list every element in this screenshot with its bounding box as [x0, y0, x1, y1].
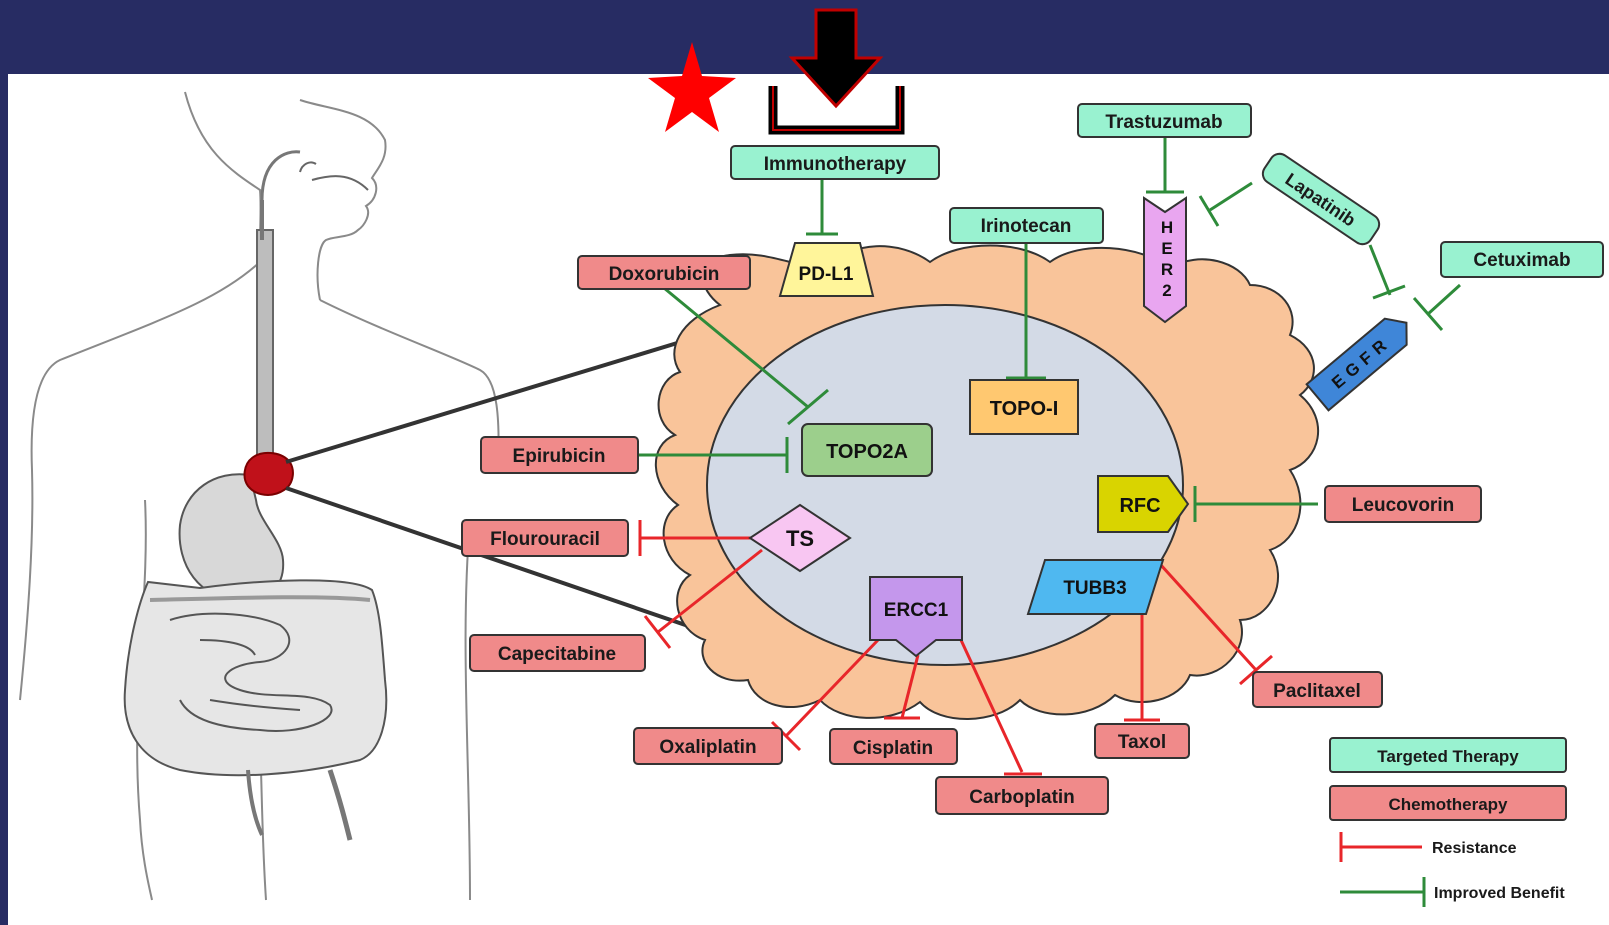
drug-irinotecan: Irinotecan — [950, 208, 1103, 243]
svg-text:Irinotecan: Irinotecan — [981, 216, 1072, 237]
svg-text:Resistance: Resistance — [1432, 840, 1517, 857]
svg-text:Capecitabine: Capecitabine — [498, 644, 616, 665]
target-topo2a: TOPO2A — [802, 424, 932, 476]
drug-immunotherapy: Immunotherapy — [731, 146, 939, 179]
svg-text:Epirubicin: Epirubicin — [513, 446, 606, 467]
topo2a-label: TOPO2A — [826, 441, 908, 463]
legend-chemotherapy: Chemotherapy — [1330, 786, 1566, 820]
topo-i-label: TOPO-I — [990, 398, 1059, 420]
drug-paclitaxel: Paclitaxel — [1253, 672, 1382, 707]
svg-text:Targeted Therapy: Targeted Therapy — [1377, 747, 1519, 766]
legend-targeted-therapy: Targeted Therapy — [1330, 738, 1566, 772]
her2-letter-2: E — [1161, 239, 1172, 258]
svg-text:Trastuzumab: Trastuzumab — [1105, 112, 1222, 133]
target-tubb3: TUBB3 — [1028, 560, 1163, 614]
tumor — [245, 453, 293, 495]
drug-taxol: Taxol — [1095, 724, 1189, 758]
svg-text:Taxol: Taxol — [1118, 732, 1166, 753]
target-topo-i: TOPO-I — [970, 380, 1078, 434]
svg-text:Flourouracil: Flourouracil — [490, 529, 600, 550]
svg-text:Chemotherapy: Chemotherapy — [1388, 795, 1508, 814]
svg-text:Oxaliplatin: Oxaliplatin — [659, 737, 756, 758]
drug-fluorouracil: Flourouracil — [462, 520, 628, 556]
drug-cetuximab: Cetuximab — [1441, 242, 1603, 277]
her2-letter-4: 2 — [1162, 281, 1171, 300]
ercc1-label: ERCC1 — [884, 600, 949, 621]
target-rfc: RFC — [1098, 476, 1188, 532]
drug-capecitabine: Capecitabine — [470, 635, 645, 671]
target-pd-l1: PD-L1 — [780, 243, 873, 296]
ts-label: TS — [786, 526, 814, 551]
drug-epirubicin: Epirubicin — [481, 437, 638, 473]
target-her2: H E R 2 — [1144, 198, 1186, 322]
svg-text:Cisplatin: Cisplatin — [853, 738, 933, 759]
svg-text:Improved Benefit: Improved Benefit — [1434, 885, 1565, 902]
drug-cisplatin: Cisplatin — [830, 729, 957, 764]
drug-doxorubicin: Doxorubicin — [578, 256, 750, 289]
svg-text:Leucovorin: Leucovorin — [1352, 495, 1454, 516]
svg-text:Immunotherapy: Immunotherapy — [764, 154, 907, 175]
svg-text:Doxorubicin: Doxorubicin — [609, 264, 720, 285]
svg-text:Paclitaxel: Paclitaxel — [1273, 681, 1361, 702]
her2-letter-1: H — [1161, 218, 1173, 237]
pd-l1-label: PD-L1 — [799, 264, 854, 285]
svg-text:Cetuximab: Cetuximab — [1473, 250, 1570, 271]
svg-text:Carboplatin: Carboplatin — [969, 787, 1075, 808]
drug-trastuzumab: Trastuzumab — [1078, 104, 1251, 137]
drug-leucovorin: Leucovorin — [1325, 486, 1481, 522]
drug-carboplatin: Carboplatin — [936, 777, 1108, 814]
rfc-label: RFC — [1119, 495, 1160, 517]
her2-letter-3: R — [1161, 260, 1173, 279]
drug-oxaliplatin: Oxaliplatin — [634, 728, 782, 764]
tubb3-label: TUBB3 — [1063, 578, 1126, 599]
